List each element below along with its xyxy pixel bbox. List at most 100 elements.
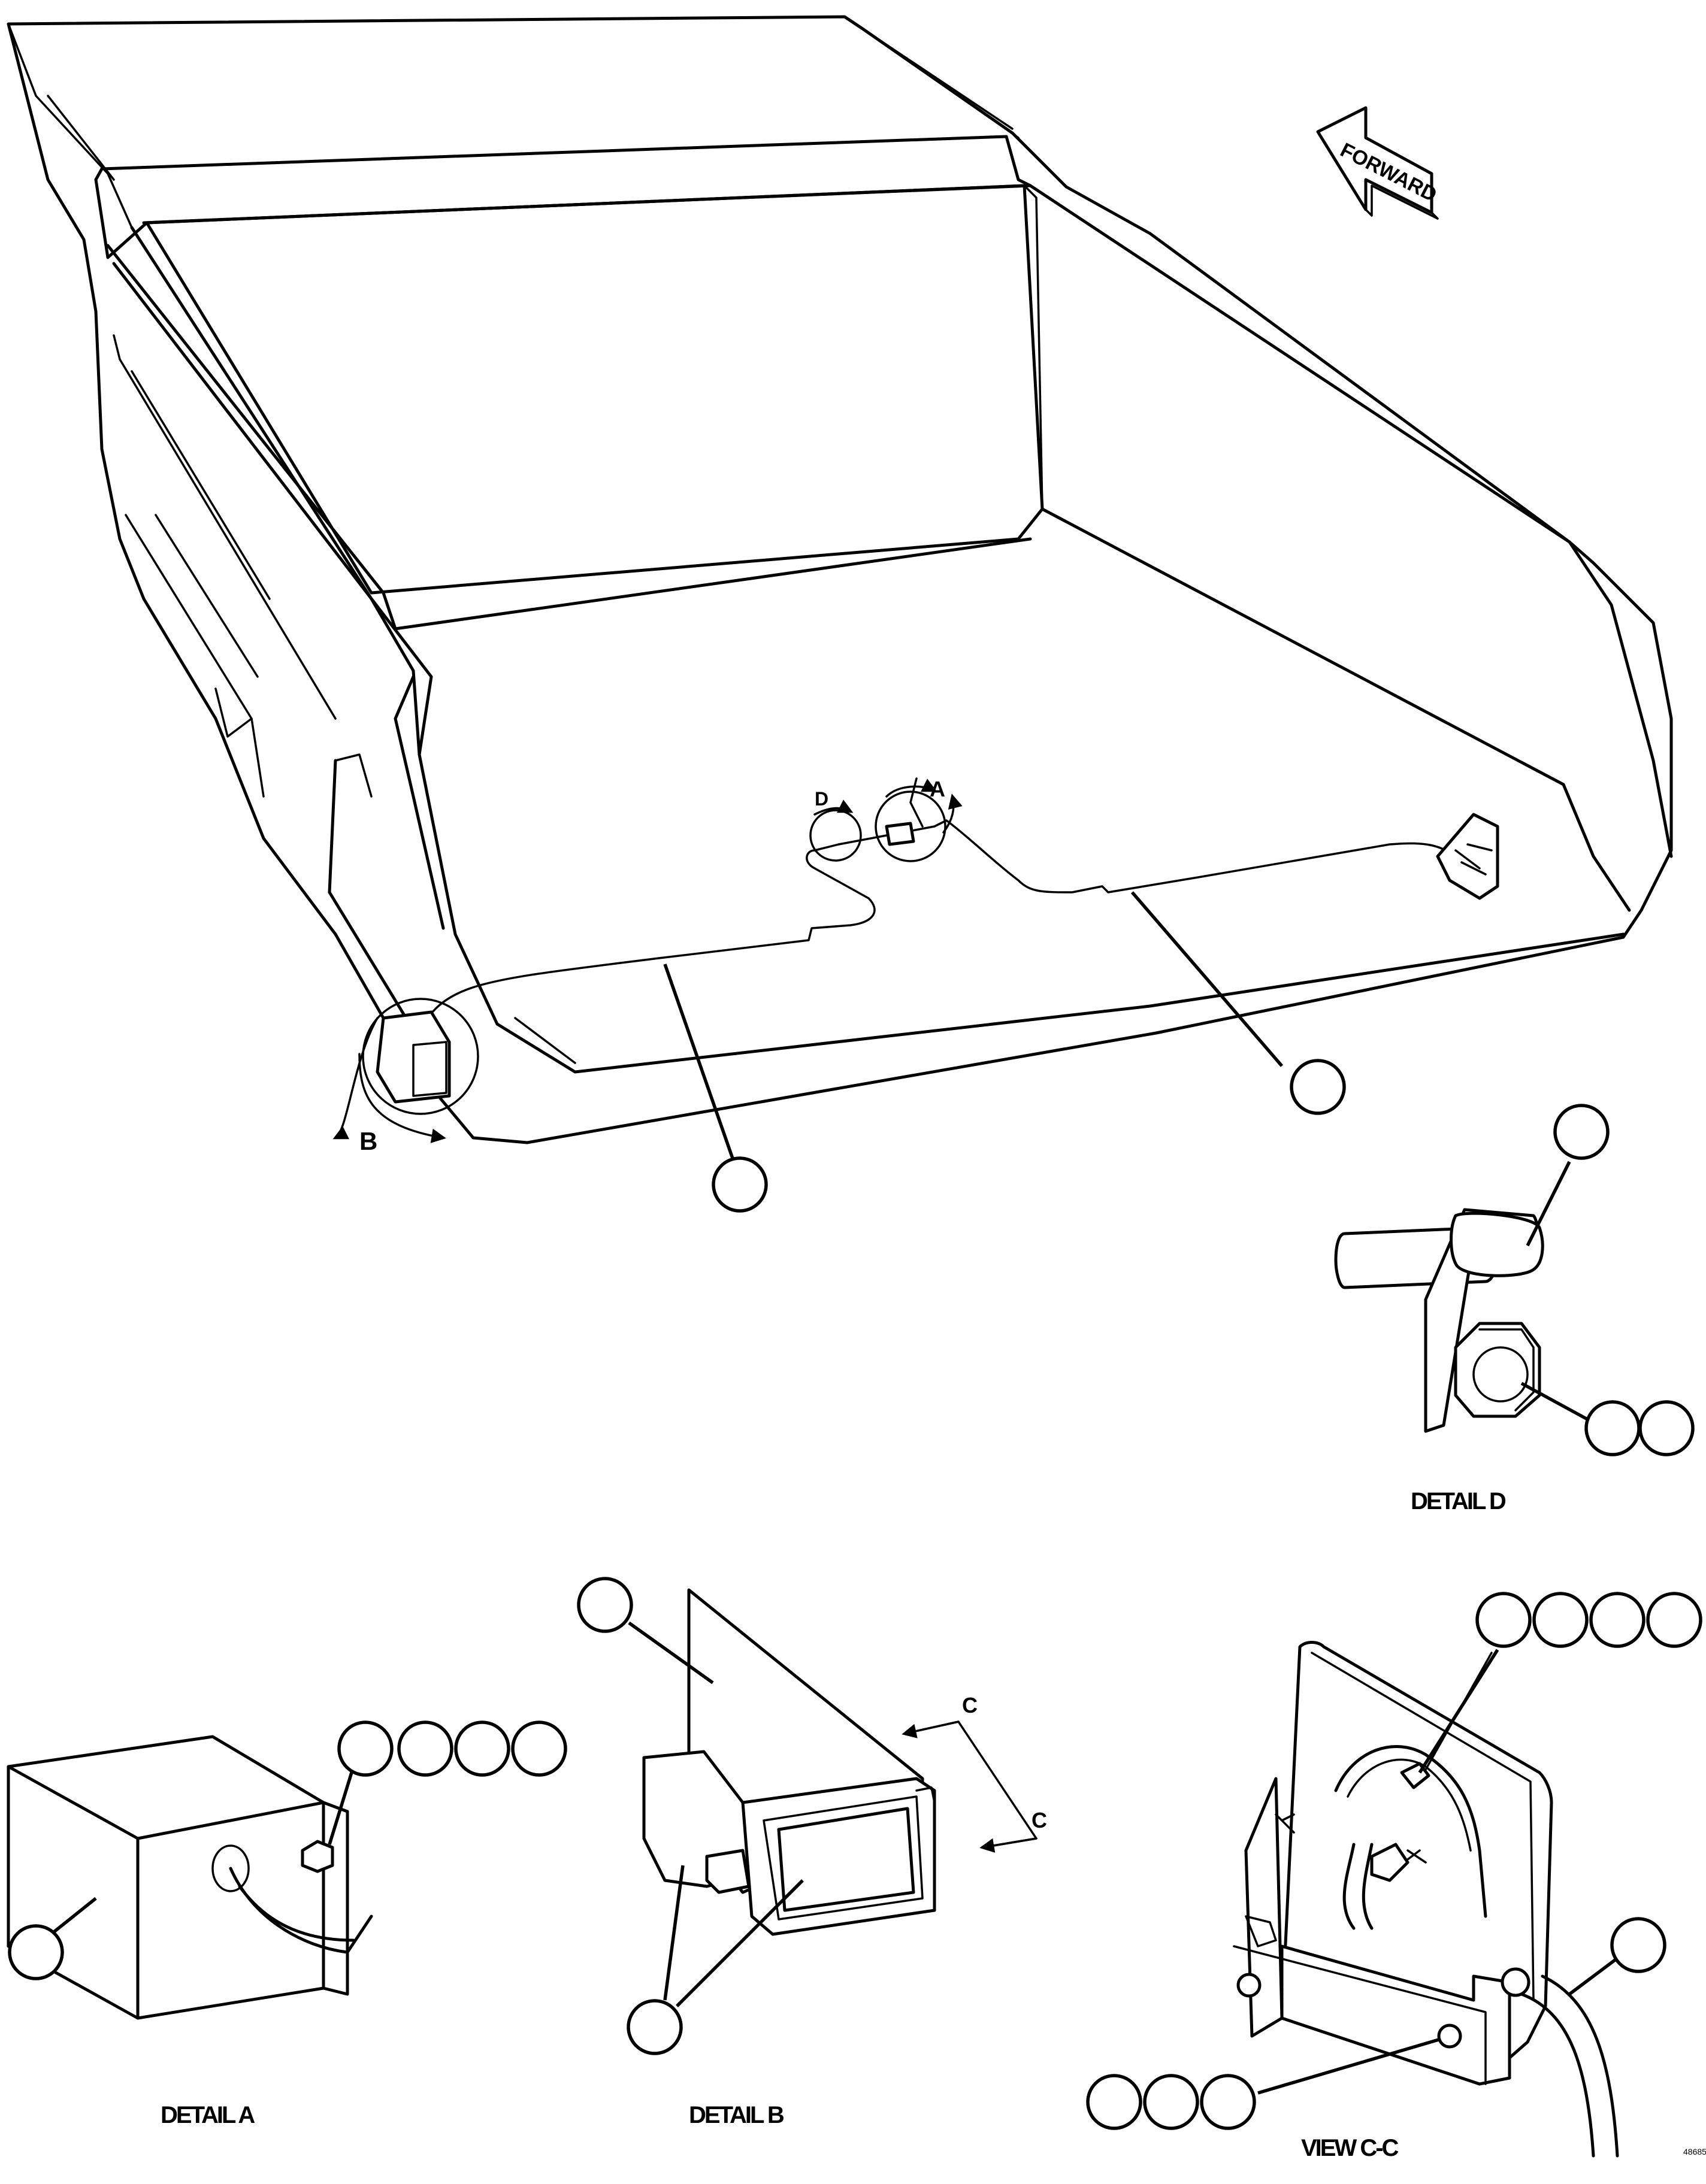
view-cc: VIEW C-C [1086, 1592, 1702, 2161]
left-rib [155, 514, 259, 678]
dump-body-main-view: B A D [7, 15, 1673, 1213]
leader-line [1526, 1161, 1571, 1247]
callout-bubble [1532, 1592, 1589, 1648]
callout-bubble [1143, 2074, 1199, 2130]
nut-fastener [301, 1840, 334, 1873]
bolt-head [1236, 1973, 1262, 1998]
detail-b-locator [362, 998, 479, 1115]
bracket-base-edge [1233, 1945, 1487, 2085]
exit-cable [1520, 1974, 1619, 2158]
callout-bubble [1553, 1104, 1610, 1160]
lamp-clip [915, 1786, 936, 1804]
callout-bubble [397, 1720, 453, 1777]
floor-chamfer [514, 1017, 576, 1064]
junction-box-edges [7, 1765, 325, 2020]
rim-edge [7, 23, 133, 229]
leader-line [1257, 2037, 1441, 2095]
wiring-harness [412, 819, 1463, 1043]
leader-line [1568, 1956, 1619, 1996]
caption-detail-b: DETAIL B [689, 2102, 784, 2128]
screw [1406, 1849, 1427, 1864]
leader-line [663, 964, 736, 1162]
cable [229, 1867, 373, 1954]
floor-rear-edge [495, 932, 1625, 1074]
leader-line [50, 1897, 97, 1936]
callout-bubble [8, 1924, 64, 1980]
right-corner [1011, 132, 1067, 188]
callout-bubble [1638, 1400, 1695, 1456]
section-marker-c-upper: C [962, 1693, 978, 1717]
forward-arrow: FORWARD [1316, 106, 1441, 220]
forward-arrow-shape [1316, 106, 1433, 214]
left-mudflap-edge [334, 753, 373, 798]
left-rib [125, 514, 265, 798]
callout-bubble [1584, 1400, 1641, 1456]
lamp-housing-edge [763, 1795, 924, 1921]
section-arrow [979, 1837, 1037, 1853]
left-post [394, 675, 445, 930]
callout-bubble [1290, 1059, 1346, 1115]
detail-a-arrow [942, 793, 963, 834]
right-side-floor-seam [1040, 507, 1631, 912]
left-rib [214, 687, 253, 738]
leader-line [676, 1879, 804, 2007]
right-flare [1568, 540, 1673, 858]
leader-line [663, 1865, 685, 2001]
left-inner-edge [130, 226, 421, 756]
bolt-end [1472, 1346, 1529, 1403]
clamp-small [1370, 1843, 1409, 1882]
right-side-top [1029, 184, 1571, 544]
back-flange [1244, 1777, 1284, 2038]
bracket-plate-edge [1311, 1652, 1535, 2001]
callout-bubble [1589, 1592, 1645, 1648]
front-band-left [94, 167, 149, 259]
left-rear-light-lens [412, 1041, 447, 1097]
detail-a-marker: A [930, 777, 945, 801]
callout-bubble [627, 1999, 683, 2055]
mounting-plate [322, 1801, 349, 1996]
hex-nut-edge [1478, 1328, 1535, 1411]
harness-loop-inner [1347, 1758, 1472, 1852]
canopy-rim [7, 15, 1673, 1144]
left-side-floor-seam [106, 244, 385, 595]
detail-d: DETAIL D [1334, 1104, 1695, 1514]
detail-a-locator [875, 790, 946, 862]
detail-d-locator [809, 809, 862, 862]
callout-bubble [337, 1720, 394, 1777]
screw [1245, 1915, 1277, 1947]
section-arrow [902, 1720, 960, 1738]
detail-b-arrow [358, 1053, 446, 1143]
detail-b-arrow [332, 1017, 379, 1140]
rim-edge [861, 28, 1020, 139]
caption-detail-d: DETAIL D [1411, 1488, 1506, 1514]
caption-detail-a: DETAIL A [161, 2102, 255, 2128]
screw [1275, 1813, 1295, 1834]
front-band [100, 135, 1032, 225]
rim-edge [47, 95, 115, 181]
detail-d-marker: D [815, 788, 828, 810]
lamp-lens [777, 1807, 915, 1912]
callout-bubble [1646, 1592, 1702, 1648]
leader-line [1130, 891, 1284, 1067]
junction-block [885, 822, 915, 846]
detail-a-arrow [885, 779, 937, 798]
detail-b-marker: B [359, 1127, 377, 1155]
headboard-edge [1023, 184, 1043, 510]
callout-bubble [454, 1720, 510, 1777]
detail-b: C C DETAIL B [577, 1577, 1047, 2128]
bracket-tab [705, 1849, 751, 1894]
clamp-body [1450, 1211, 1544, 1277]
right-light-bracket [1436, 813, 1499, 900]
callout-bubble [1475, 1592, 1532, 1648]
callout-bubble [712, 1156, 768, 1213]
harness-loop [1334, 1745, 1487, 1918]
junction-box [7, 1735, 325, 2020]
leader-line [328, 1766, 355, 1845]
harness-drop [1342, 1843, 1374, 1930]
figure-id: 48685 [1683, 2147, 1706, 2156]
detail-d-arrow [813, 799, 854, 816]
callout-bubble [511, 1720, 567, 1777]
left-rib [131, 370, 271, 600]
callout-bubble [1086, 2074, 1142, 2130]
